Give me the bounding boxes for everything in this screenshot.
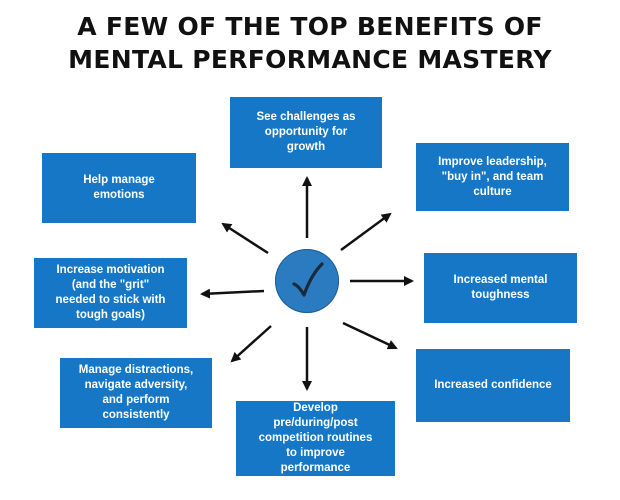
arrow-down-left: [230, 325, 272, 363]
benefit-box-routines: Develop pre/during/post competition rout…: [236, 401, 395, 476]
benefit-box-challenges: See challenges as opportunity for growth: [230, 97, 382, 168]
benefit-box-distractions: Manage distractions, navigate adversity,…: [60, 358, 212, 428]
arrow-up-right: [340, 212, 392, 252]
diagram-title: A FEW OF THE TOP BENEFITS OF MENTAL PERF…: [0, 10, 620, 76]
benefit-box-confidence: Increased confidence: [416, 349, 570, 422]
arrow-down-right: [342, 321, 398, 350]
title-line-1: A FEW OF THE TOP BENEFITS OF: [77, 12, 543, 41]
title-line-2: MENTAL PERFORMANCE MASTERY: [68, 45, 552, 74]
benefit-box-leadership: Improve leadership, "buy in", and team c…: [416, 143, 569, 211]
checkmark-icon: [292, 262, 324, 297]
benefit-box-toughness: Increased mental toughness: [424, 253, 577, 323]
benefit-box-emotions: Help manage emotions: [42, 153, 196, 223]
arrow-left: [200, 288, 265, 299]
center-hub: [275, 249, 339, 313]
benefit-box-motivation: Increase motivation (and the "grit" need…: [34, 258, 187, 328]
arrow-up-left: [221, 222, 269, 255]
